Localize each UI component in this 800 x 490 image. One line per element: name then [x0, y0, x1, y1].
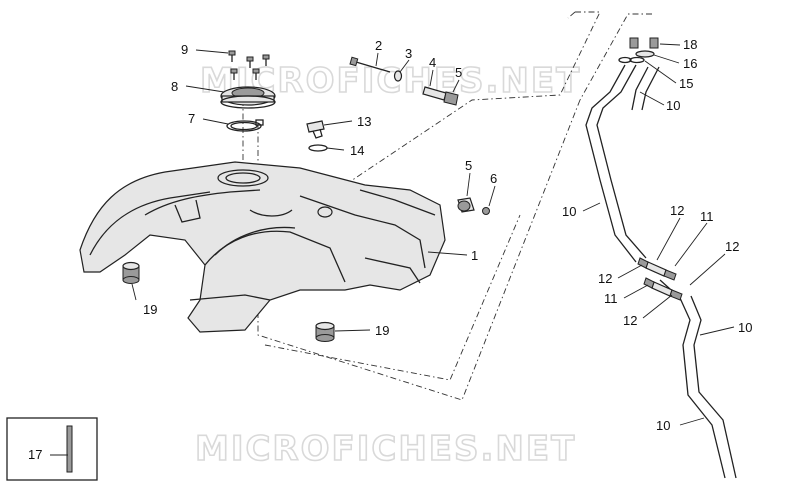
callout-11-lower: 11 [604, 291, 618, 306]
callout-12-bottom: 12 [623, 313, 637, 328]
callout-13: 13 [357, 114, 371, 129]
screws-group [228, 50, 270, 80]
callout-18: 18 [683, 37, 697, 52]
hose-connectors [637, 257, 683, 301]
watermark-bottom: MICROFICHES.NET [195, 429, 576, 469]
callout-5-top: 5 [455, 65, 462, 80]
callout-10-top: 10 [666, 98, 680, 113]
callout-14: 14 [350, 143, 364, 158]
pump-flange [220, 86, 276, 109]
hose-top-fittings [618, 37, 659, 64]
ring-14 [308, 144, 328, 152]
o-ring-15 [629, 56, 645, 64]
fuel-hose-assembly [585, 64, 737, 479]
callout-9: 9 [181, 42, 188, 57]
callout-labels: 9 8 7 2 3 4 5 13 14 5 6 1 19 19 18 16 15… [28, 37, 752, 462]
callout-5-lower: 5 [465, 158, 472, 173]
callout-19-left: 19 [143, 302, 157, 317]
fitting-18a [629, 37, 639, 49]
callout-12-right: 12 [725, 239, 739, 254]
o-ring-gasket [226, 119, 264, 132]
callout-1: 1 [471, 248, 478, 263]
bolt-pin-group [349, 56, 459, 106]
callout-12-top: 12 [670, 203, 684, 218]
callout-16: 16 [683, 56, 697, 71]
callout-4: 4 [429, 55, 436, 70]
callout-7: 7 [188, 111, 195, 126]
washer-3 [393, 70, 403, 82]
callout-19-right: 19 [375, 323, 389, 338]
callout-10-right: 10 [738, 320, 752, 335]
clip-13 [306, 120, 325, 139]
bushing-5-lower [457, 197, 475, 213]
callout-10-bottom: 10 [656, 418, 670, 433]
part-17-box [6, 417, 98, 481]
clamp-16 [635, 50, 655, 58]
rubber-mount-right [315, 321, 335, 342]
nut-6 [482, 207, 490, 215]
fitting-18b [649, 37, 659, 49]
callout-15: 15 [679, 76, 693, 91]
callout-11-top: 11 [700, 209, 714, 224]
callout-8: 8 [171, 79, 178, 94]
rubber-mount-left [122, 261, 140, 284]
callout-17: 17 [28, 447, 42, 462]
callout-6: 6 [490, 171, 497, 186]
bushing-5-top [443, 91, 459, 106]
leader-lines [50, 43, 735, 456]
callout-12-left: 12 [598, 271, 612, 286]
callout-3: 3 [405, 46, 412, 61]
fuel-tank [79, 161, 446, 333]
callout-10-left: 10 [562, 204, 576, 219]
callout-2: 2 [375, 38, 382, 53]
